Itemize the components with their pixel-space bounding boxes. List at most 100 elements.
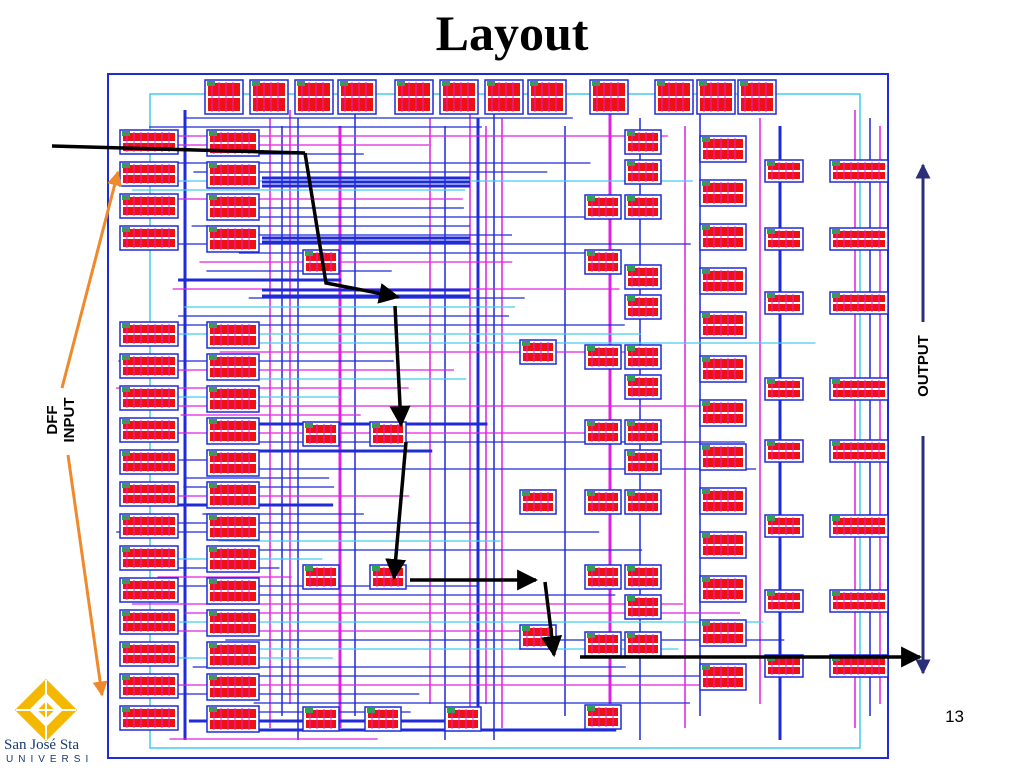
cell-poly-top [123, 549, 175, 557]
cell-poly-top [523, 343, 553, 351]
cell-poly-bottom [741, 98, 773, 111]
dff-input-arrow-up [60, 170, 122, 389]
cell-diffusion [740, 81, 748, 86]
standard-cell [699, 399, 747, 427]
cell-poly-bottom [341, 98, 373, 111]
standard-cell [302, 564, 340, 590]
cell-diffusion [209, 131, 217, 136]
cell-poly-top [703, 139, 743, 148]
cell-poly-top [123, 229, 175, 237]
standard-cell [829, 227, 889, 251]
cell-poly-bottom [523, 638, 553, 646]
cell-diffusion [397, 81, 405, 86]
standard-cell [369, 421, 407, 447]
standard-cell [394, 79, 434, 115]
cell-diffusion [702, 269, 710, 274]
cell-poly-bottom [628, 645, 658, 653]
cell-poly-top [523, 493, 553, 501]
standard-cell [764, 377, 804, 401]
cell-poly-top [123, 645, 175, 653]
cell-diffusion [209, 355, 217, 360]
standard-cell [624, 374, 662, 400]
cell-diffusion [209, 483, 217, 488]
cell-diffusion [122, 643, 130, 648]
cell-poly-bottom [210, 240, 256, 249]
cell-diffusion [122, 355, 130, 360]
standard-cell [206, 673, 260, 701]
standard-cell [699, 135, 747, 163]
cell-poly-bottom [703, 326, 743, 335]
cell-diffusion [657, 81, 665, 86]
cell-poly-bottom [210, 368, 256, 377]
cell-poly-bottom [768, 667, 800, 674]
cell-poly-bottom [768, 602, 800, 609]
page-number: 13 [945, 707, 964, 726]
standard-cell [584, 631, 622, 657]
cell-poly-bottom [368, 720, 398, 728]
standard-cell [764, 227, 804, 251]
standard-cell [584, 419, 622, 445]
cell-diffusion [702, 137, 710, 142]
standard-cell [584, 564, 622, 590]
standard-cell [206, 577, 260, 605]
cell-poly-bottom [210, 656, 256, 665]
cell-poly-bottom [628, 208, 658, 216]
cell-diffusion [832, 591, 840, 596]
cell-diffusion [209, 547, 217, 552]
standard-cell [624, 419, 662, 445]
cell-poly-bottom [833, 452, 885, 459]
standard-cell [699, 267, 747, 295]
dff-input-label-line2: INPUT [61, 397, 78, 443]
signal-path-segment [385, 441, 408, 581]
cell-poly-top [628, 598, 658, 606]
standard-cell [589, 79, 629, 115]
cell-diffusion [122, 547, 130, 552]
cell-poly-bottom [833, 240, 885, 247]
cell-diffusion [209, 323, 217, 328]
cell-poly-top [210, 389, 256, 398]
cell-poly-bottom [628, 608, 658, 616]
cell-poly-top [210, 357, 256, 366]
cell-diffusion [627, 421, 635, 426]
standard-cell [206, 449, 260, 477]
cell-poly-top [210, 325, 256, 334]
cell-poly-bottom [703, 238, 743, 247]
cell-poly-top [123, 613, 175, 621]
cell-diffusion [587, 346, 595, 351]
cell-poly-top [703, 667, 743, 676]
cell-poly-bottom [123, 463, 175, 471]
cell-poly-bottom [628, 278, 658, 286]
cell-poly-top [210, 229, 256, 238]
cell-poly-bottom [588, 718, 618, 726]
cell-poly-bottom [628, 143, 658, 151]
cell-poly-bottom [448, 720, 478, 728]
cell-poly-top [210, 581, 256, 590]
cell-poly-bottom [306, 720, 336, 728]
cell-poly-top [703, 623, 743, 632]
cell-poly-bottom [833, 390, 885, 397]
cell-poly-top [123, 485, 175, 493]
output-label: OUTPUT [915, 335, 932, 397]
cell-poly-top [833, 231, 885, 238]
cell-diffusion [832, 516, 840, 521]
cell-poly-top [833, 443, 885, 450]
cell-diffusion [627, 596, 635, 601]
cell-poly-bottom [768, 240, 800, 247]
cell-poly-top [703, 403, 743, 412]
cell-diffusion [767, 591, 775, 596]
dff-input-label-line1: DFF [44, 405, 61, 435]
standard-cell [699, 443, 747, 471]
cell-poly-top [768, 295, 800, 302]
cell-poly-bottom [123, 175, 175, 183]
cell-diffusion [372, 566, 380, 571]
standard-cell [444, 706, 482, 732]
cell-poly-bottom [306, 263, 336, 271]
cell-poly-bottom [593, 98, 625, 111]
cell-diffusion [832, 379, 840, 384]
standard-cell [527, 79, 567, 115]
cell-poly-top [210, 709, 256, 718]
cell-poly-bottom [210, 464, 256, 473]
cell-poly-bottom [123, 431, 175, 439]
cell-poly-bottom [703, 634, 743, 643]
cell-diffusion [209, 387, 217, 392]
